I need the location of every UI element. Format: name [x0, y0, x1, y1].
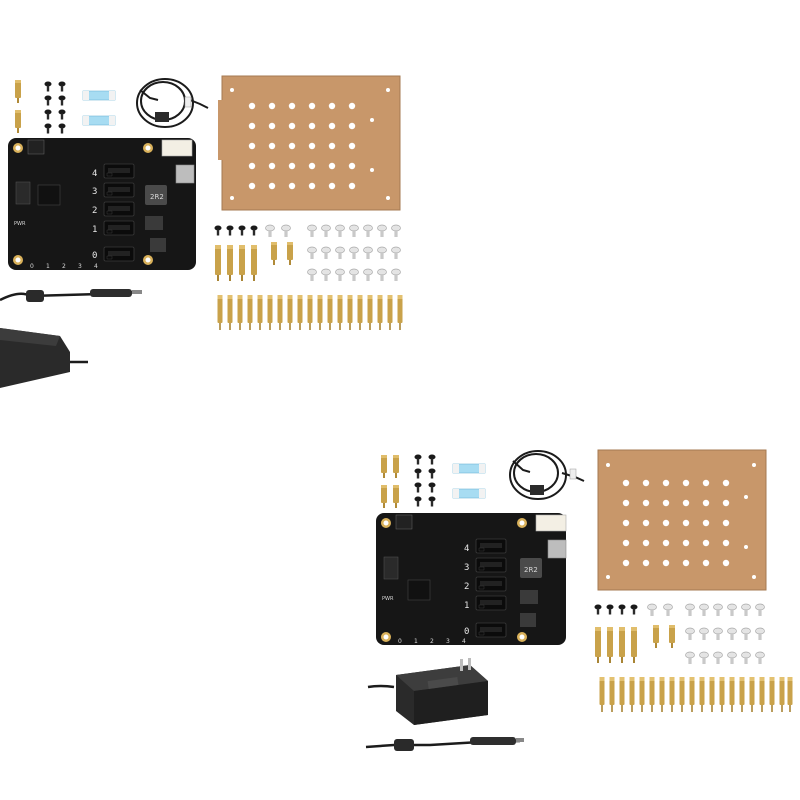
port-label-3: 3 [92, 187, 97, 197]
kit-set-bottom: 4 3 2 1 0 2R2 PWR 0 1 2 3 4 [365, 449, 793, 751]
port-label-1: 1 [464, 601, 469, 611]
brass-standoff-group [15, 80, 21, 133]
chip-marking: 2R2 [524, 566, 538, 574]
black-screw-group [414, 454, 436, 507]
port-label-0: 0 [92, 251, 97, 261]
bottom-label-2: 2 [430, 638, 434, 645]
kit-set-top: 4 3 2 1 0 2R2 PWR 0 1 2 3 4 [0, 75, 403, 388]
board-small-print: PWR [14, 221, 26, 227]
bottom-label-3: 3 [446, 638, 450, 645]
port-label-2: 2 [464, 582, 469, 592]
bottom-label-2: 2 [62, 263, 66, 270]
chip-marking: 2R2 [150, 193, 164, 201]
port-label-4: 4 [464, 544, 469, 554]
bottom-label-0: 0 [30, 263, 34, 270]
mounting-hardware [214, 224, 403, 330]
power-adapter [367, 658, 488, 725]
port-label-4: 4 [92, 169, 97, 179]
power-cable [365, 737, 524, 751]
brass-standoff-group [381, 455, 399, 508]
power-adapter [0, 328, 88, 388]
port-label-1: 1 [92, 225, 97, 235]
bottom-label-0: 0 [398, 638, 402, 645]
port-label-0: 0 [464, 627, 469, 637]
bottom-label-4: 4 [94, 263, 98, 270]
sata-hat-board: 4 3 2 1 0 2R2 PWR 0 1 2 3 4 [376, 513, 567, 645]
port-label-3: 3 [464, 563, 469, 573]
acrylic-cover-plate [597, 449, 767, 591]
acrylic-cover-plate [218, 75, 401, 211]
board-small-print: PWR [382, 596, 394, 602]
mounting-hardware [594, 603, 793, 712]
bottom-label-1: 1 [46, 263, 50, 270]
bottom-label-4: 4 [462, 638, 466, 645]
bottom-label-3: 3 [78, 263, 82, 270]
ffc-ribbon-cables [452, 463, 486, 499]
black-screw-group [44, 81, 66, 134]
fan-cable-coil [136, 78, 209, 128]
fan-cable-coil [509, 450, 585, 500]
sata-hat-board: 4 3 2 1 0 2R2 PWR 0 1 2 3 4 [8, 138, 196, 270]
bottom-label-1: 1 [414, 638, 418, 645]
power-cable [0, 289, 142, 302]
port-label-2: 2 [92, 206, 97, 216]
ffc-ribbon-cables [82, 90, 116, 126]
